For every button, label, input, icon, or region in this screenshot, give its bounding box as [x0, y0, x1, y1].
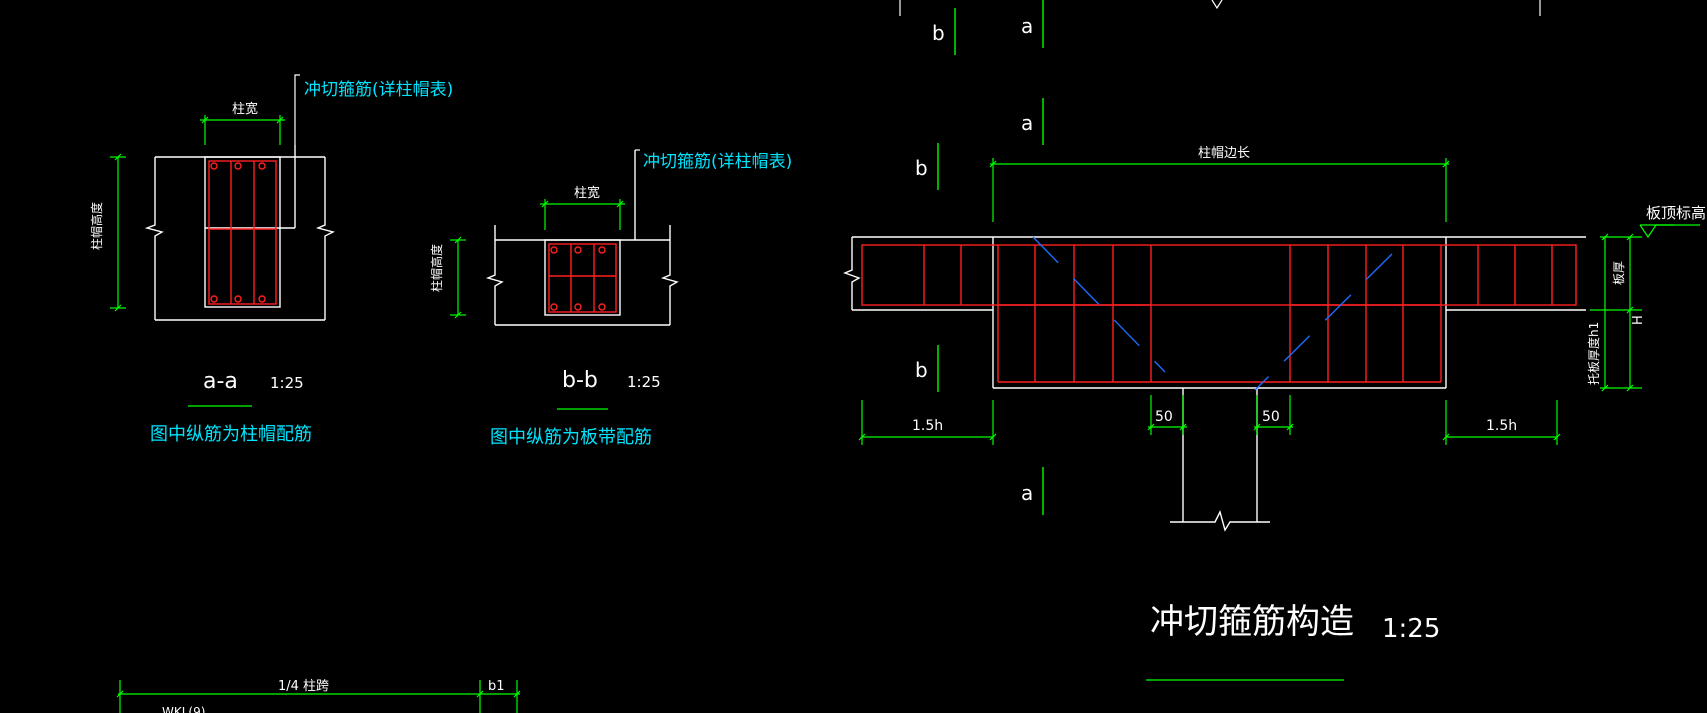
section-aa-leader	[294, 74, 300, 145]
section-aa-outline	[144, 145, 335, 321]
section-bb-height-label: 柱帽高度	[429, 244, 444, 292]
section-mark-b-top: b	[932, 21, 945, 45]
detail-left-offset-label: 1.5h	[912, 418, 943, 434]
section-bb-width-label: 柱宽	[574, 185, 600, 201]
section-mark-a-lower: a	[1021, 481, 1033, 505]
section-bb[interactable]: 柱宽 柱帽高度 冲切箍筋(详柱帽表) b-b 1:25 图中纵筋为板带配筋	[429, 149, 792, 448]
section-bb-title: b-b	[562, 368, 598, 393]
section-aa-width-label: 柱宽	[232, 101, 258, 117]
detail-cap-thickness-label: 托板厚度h1	[1586, 322, 1601, 385]
bottom-partial-drawing[interactable]: 1/4 柱跨 b1 WKL(9)	[116, 679, 521, 713]
bottom-fragment-label: WKL(9)	[162, 705, 205, 713]
detail-title: 冲切箍筋构造	[1150, 602, 1354, 642]
section-mark-a-top: a	[1021, 14, 1033, 38]
section-aa-height-label: 柱帽高度	[89, 202, 104, 250]
section-mark-b-upper: b	[915, 156, 928, 180]
section-cut-marks	[937, 0, 1044, 515]
top-fragment-lines	[899, 0, 1541, 16]
section-aa-dimensions	[110, 115, 285, 407]
section-bb-dimensions	[450, 199, 625, 410]
section-aa-note: 图中纵筋为柱帽配筋	[150, 424, 312, 445]
detail-right-offset-label: 1.5h	[1486, 418, 1517, 434]
bottom-partial-dimensions	[116, 680, 521, 713]
section-aa-scale: 1:25	[270, 374, 304, 392]
detail-punching-stirrups	[1032, 236, 1393, 391]
section-mark-a-upper: a	[1021, 111, 1033, 135]
section-mark-b-lower: b	[915, 358, 928, 382]
bottom-b1-label: b1	[488, 679, 505, 694]
detail-cap-length-label: 柱帽边长	[1198, 145, 1250, 161]
detail-total-height-label: H	[1631, 315, 1646, 325]
section-aa-rebar	[208, 160, 277, 305]
detail-slab-thickness-label: 板厚	[1612, 261, 1626, 285]
detail-rebar	[861, 244, 1577, 383]
section-bb-rebar	[548, 243, 617, 313]
section-aa-title: a-a	[203, 369, 238, 394]
section-aa-leader-note: 冲切箍筋(详柱帽表)	[304, 80, 453, 100]
section-bb-scale: 1:25	[627, 373, 661, 391]
section-bb-leader-note: 冲切箍筋(详柱帽表)	[643, 152, 792, 172]
section-bb-note: 图中纵筋为板带配筋	[490, 427, 652, 448]
punching-detail[interactable]: 柱帽边长 板顶标高 板厚 H 托板厚度h1 1.5h 1.5h 50 50 冲切…	[843, 145, 1706, 681]
section-aa[interactable]: 柱宽 柱帽高度 冲切箍筋(详柱帽表) a-a 1:25 图中纵筋为柱帽配筋	[89, 74, 453, 445]
detail-slab-top-label: 板顶标高	[1646, 204, 1706, 222]
bottom-span-label: 1/4 柱跨	[278, 679, 329, 694]
detail-dimensions	[858, 158, 1700, 681]
detail-outline	[843, 236, 1586, 532]
section-cut-labels: b a a b b a	[915, 14, 1033, 505]
section-bb-outline	[485, 150, 679, 326]
detail-right-gap-label: 50	[1262, 409, 1280, 425]
detail-scale: 1:25	[1382, 614, 1440, 644]
detail-left-gap-label: 50	[1155, 409, 1173, 425]
